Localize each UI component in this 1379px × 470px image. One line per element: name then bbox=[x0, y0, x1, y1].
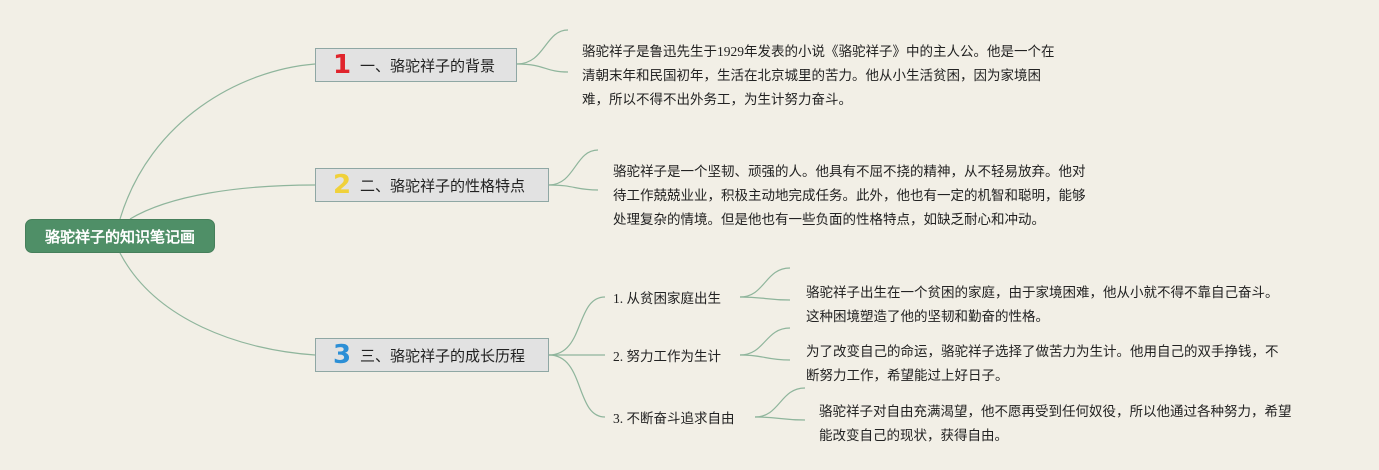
link-branch-3-sub-1 bbox=[548, 296, 606, 356]
root-topic[interactable]: 骆驼祥子的知识笔记画 bbox=[25, 219, 215, 253]
subtopic-description-work-hard[interactable]: 为了改变自己的命运，骆驼祥子选择了做苦力为生计。他用自己的双手挣钱，不 断努力工… bbox=[806, 340, 1306, 388]
link-root-branch-1 bbox=[119, 63, 316, 220]
link-branch-3-sub-3 bbox=[548, 354, 606, 418]
branch-topic-personality[interactable]: 2 二、骆驼祥子的性格特点 bbox=[315, 168, 549, 202]
subtopic-description-pursue-freedom[interactable]: 骆驼祥子对自由充满渴望，他不愿再受到任何奴役，所以他通过各种努力，希望 能改变自… bbox=[819, 400, 1319, 448]
branch-label: 一、骆驼祥子的背景 bbox=[360, 56, 496, 75]
link-branch-1-desc bbox=[516, 29, 569, 65]
description-line: 清朝末年和民国初年，生活在北京城里的苦力。他从小生活贫困，因为家境困 bbox=[582, 68, 1041, 83]
description-line: 处理复杂的情境。但是他也有一些负面的性格特点，如缺乏耐心和冲动。 bbox=[613, 212, 1045, 227]
link-sub-3-desc bbox=[754, 387, 806, 418]
description-line: 骆驼祥子出生在一个贫困的家庭，由于家境困难，他从小就不得不靠自己奋斗。 bbox=[806, 285, 1279, 300]
link-sub-2-desc bbox=[739, 327, 791, 356]
subtopic-description-poor-family[interactable]: 骆驼祥子出生在一个贫困的家庭，由于家境困难，他从小就不得不靠自己奋斗。 这种困境… bbox=[806, 281, 1306, 329]
description-line: 骆驼祥子是鲁迅先生于1929年发表的小说《骆驼祥子》中的主人公。他是一个在 bbox=[582, 44, 1055, 59]
description-line: 骆驼祥子对自由充满渴望，他不愿再受到任何奴役，所以他通过各种努力，希望 bbox=[819, 404, 1292, 419]
link-branch-2-desc bbox=[548, 149, 599, 186]
description-line: 断努力工作，希望能过上好日子。 bbox=[806, 368, 1009, 383]
link-sub-3-desc-lower bbox=[754, 416, 806, 421]
description-line: 骆驼祥子是一个坚韧、顽强的人。他具有不屈不挠的精神，从不轻易放弃。他对 bbox=[613, 164, 1086, 179]
description-line: 这种困境塑造了他的坚韧和勤奋的性格。 bbox=[806, 309, 1049, 324]
subtopic-work-hard[interactable]: 2. 努力工作为生计 bbox=[613, 349, 721, 364]
number-three-icon: 3 bbox=[332, 340, 352, 370]
description-line: 难，所以不得不出外务工，为生计努力奋斗。 bbox=[582, 92, 852, 107]
link-root-branch-2 bbox=[129, 184, 316, 220]
branch-label: 二、骆驼祥子的性格特点 bbox=[360, 176, 526, 195]
description-line: 能改变自己的现状，获得自由。 bbox=[819, 428, 1008, 443]
branch-topic-growth[interactable]: 3 三、骆驼祥子的成长历程 bbox=[315, 338, 549, 372]
link-root-branch-3 bbox=[119, 252, 316, 356]
subtopic-poor-family[interactable]: 1. 从贫困家庭出生 bbox=[613, 291, 721, 306]
branch-description-personality[interactable]: 骆驼祥子是一个坚韧、顽强的人。他具有不屈不挠的精神，从不轻易放弃。他对 待工作兢… bbox=[613, 160, 1113, 232]
number-two-icon: 2 bbox=[332, 170, 352, 200]
link-branch-2-desc-lower bbox=[548, 184, 599, 191]
link-sub-1-desc bbox=[739, 267, 791, 298]
branch-topic-background[interactable]: 1 一、骆驼祥子的背景 bbox=[315, 48, 517, 82]
link-sub-2-desc-lower bbox=[739, 354, 791, 361]
number-one-icon: 1 bbox=[332, 50, 352, 80]
description-line: 为了改变自己的命运，骆驼祥子选择了做苦力为生计。他用自己的双手挣钱，不 bbox=[806, 344, 1279, 359]
link-sub-1-desc-lower bbox=[739, 296, 791, 301]
link-branch-1-desc-lower bbox=[516, 63, 569, 73]
description-line: 待工作兢兢业业，积极主动地完成任务。此外，他也有一定的机智和聪明，能够 bbox=[613, 188, 1086, 203]
branch-description-background[interactable]: 骆驼祥子是鲁迅先生于1929年发表的小说《骆驼祥子》中的主人公。他是一个在 清朝… bbox=[582, 40, 1082, 112]
subtopic-pursue-freedom[interactable]: 3. 不断奋斗追求自由 bbox=[613, 411, 735, 426]
branch-label: 三、骆驼祥子的成长历程 bbox=[360, 346, 526, 365]
